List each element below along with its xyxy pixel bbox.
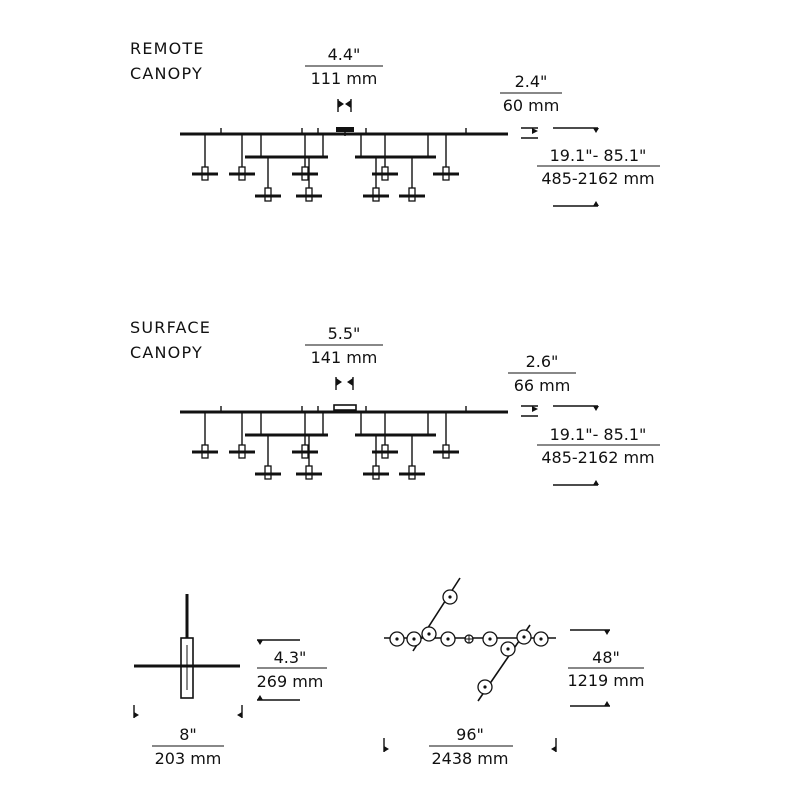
surface-title-line1: SURFACE [130, 318, 211, 337]
surface-canopy-view: SURFACE CANOPY 5.5" 141 mm 2.6" 66 mm 19… [130, 318, 660, 486]
surface-canopy-height-in: 2.6" [526, 352, 559, 371]
surface-canopy [333, 404, 357, 411]
surface-canopy-height-mm: 66 mm [514, 376, 571, 395]
plan-depth-ticks [570, 629, 610, 707]
surface-canopy-width-in: 5.5" [328, 324, 361, 343]
pendant-width-in: 8" [179, 725, 197, 744]
pendant-detail-drawing [134, 594, 240, 699]
remote-drop-mm: 485-2162 mm [541, 169, 654, 188]
remote-canopy-height-in: 2.4" [515, 72, 548, 91]
plan-view-drawing [384, 577, 556, 702]
remote-canopy [336, 127, 354, 132]
plan-length-ticks [383, 738, 557, 752]
pendant-width-ticks [133, 705, 243, 718]
pendant-width-mm: 203 mm [155, 749, 222, 768]
pendant-height-mm: 269 mm [257, 672, 324, 691]
surface-lower-pendants [255, 435, 425, 480]
plan-length-mm: 2438 mm [432, 749, 509, 768]
surface-drop-in: 19.1"- 85.1" [550, 425, 647, 444]
remote-drop-ticks [553, 127, 599, 207]
remote-drop-in: 19.1"- 85.1" [550, 146, 647, 165]
plan-depth-mm: 1219 mm [568, 671, 645, 690]
remote-title-line2: CANOPY [130, 64, 203, 83]
remote-lower-pendants [255, 157, 425, 202]
pendant-height-ticks [257, 639, 300, 701]
surface-title-line2: CANOPY [130, 343, 203, 362]
remote-title-line1: REMOTE [130, 39, 205, 58]
surface-upper-pendants [192, 412, 459, 459]
surface-fixture-elevation [180, 404, 508, 480]
surface-drop-mm: 485-2162 mm [541, 448, 654, 467]
remote-canopy-width-in: 4.4" [328, 45, 361, 64]
pendant-height-in: 4.3" [274, 648, 307, 667]
surface-canopy-width-ticks [335, 377, 354, 390]
remote-canopy-view: REMOTE CANOPY 4.4" 111 mm 2.4" 60 mm 19.… [130, 39, 660, 207]
remote-canopy-width-mm: 111 mm [311, 69, 378, 88]
plan-length-in: 96" [456, 725, 484, 744]
plan-depth-in: 48" [592, 648, 620, 667]
surface-drop-ticks [553, 405, 599, 486]
remote-canopy-width-ticks [337, 99, 352, 112]
surface-canopy-height-ticks [521, 405, 538, 417]
remote-upper-pendants [192, 134, 459, 181]
plan-view: 48" 1219 mm 96" 2438 mm [383, 577, 645, 768]
remote-fixture-elevation [180, 127, 508, 202]
surface-canopy-width-mm: 141 mm [311, 348, 378, 367]
remote-canopy-height-mm: 60 mm [503, 96, 560, 115]
pendant-detail-view: 4.3" 269 mm 8" 203 mm [133, 594, 327, 768]
remote-canopy-height-ticks [521, 127, 538, 139]
